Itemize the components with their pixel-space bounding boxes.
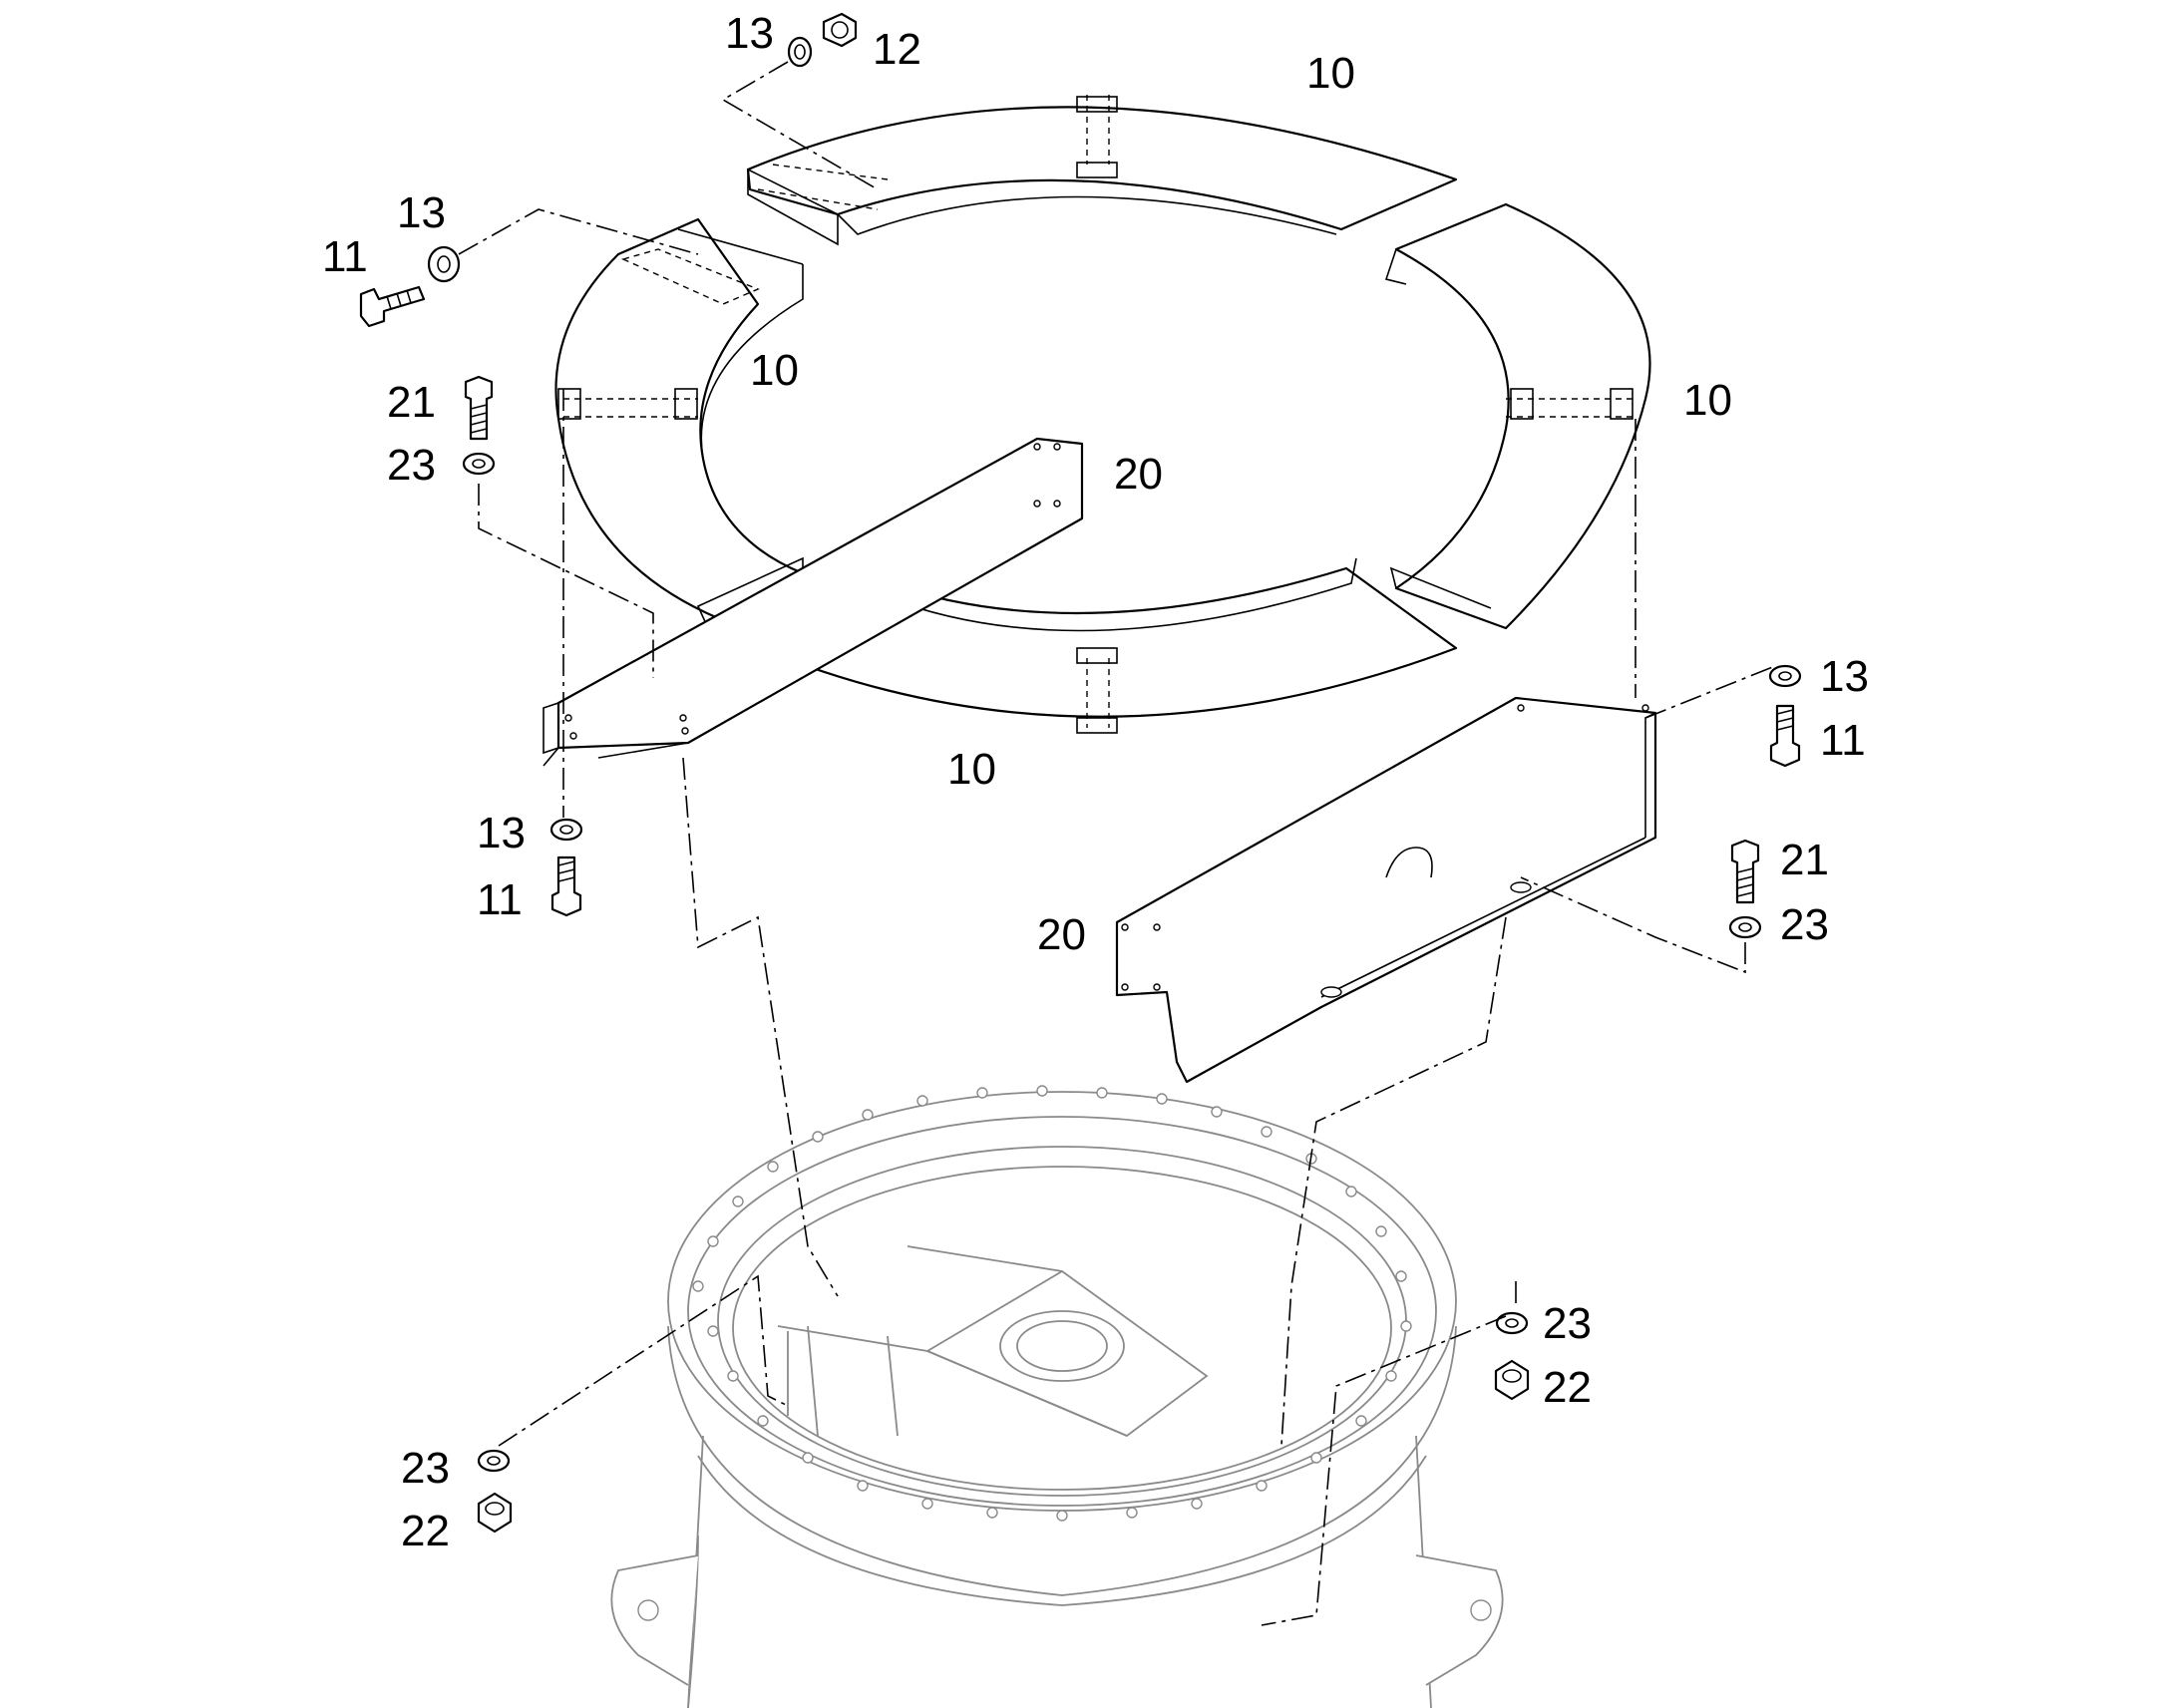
washer-23-lower-right: [1495, 1311, 1529, 1335]
callout-23-lower-left: 23: [401, 1444, 450, 1493]
ring-segment-right: [1384, 202, 1651, 630]
callout-23-right: 23: [1780, 900, 1829, 949]
callout-10-top: 10: [1306, 49, 1355, 98]
washer-13-upper-left: [427, 245, 461, 283]
nut-22-lower-right: [1494, 1359, 1530, 1401]
washer-23-right: [1728, 915, 1762, 939]
callout-10-right: 10: [1683, 376, 1732, 425]
bolt-21-right: [1730, 839, 1760, 904]
support-bracket-lower: [1115, 696, 1657, 1084]
tower-flange-ghost: [610, 1085, 1504, 1708]
bolt-11-right: [1769, 704, 1801, 768]
callout-22-lower-right: 22: [1543, 1363, 1592, 1412]
assembly-leader-lines: [458, 61, 1776, 1626]
washer-13-top: [787, 36, 813, 68]
callout-11-upper-left: 11: [322, 232, 368, 281]
callout-13-upper-left: 13: [397, 188, 446, 237]
callout-13-top: 13: [725, 9, 774, 58]
callout-20-lower: 20: [1037, 910, 1086, 959]
callout-12: 12: [873, 25, 921, 74]
nut-12-top: [822, 12, 858, 48]
callout-11-mid-left: 11: [477, 875, 523, 924]
nut-22-lower-left: [477, 1492, 513, 1534]
bolt-21-left: [464, 375, 494, 441]
callout-21-right: 21: [1780, 836, 1829, 884]
callout-13-mid-left: 13: [477, 809, 526, 857]
support-bracket-upper: [543, 437, 1084, 767]
ring-segment-top: [746, 95, 1458, 246]
callout-23-lower-right: 23: [1543, 1299, 1592, 1348]
callout-11-right: 11: [1820, 716, 1866, 765]
callout-10-left: 10: [750, 346, 799, 395]
callout-labels: 13 12 10 13 11 10 10 21 23 20 10 13 11 1…: [322, 9, 1869, 1555]
callout-13-right: 13: [1820, 652, 1869, 701]
washer-13-mid-left: [549, 818, 583, 842]
callout-20-upper: 20: [1114, 450, 1163, 499]
bolt-11-upper-left: [359, 285, 426, 328]
callout-10-bottom: 10: [947, 745, 996, 794]
flange-bolt-holes: [692, 1085, 1412, 1522]
callout-21-left: 21: [387, 378, 436, 427]
callout-23-left: 23: [387, 441, 436, 490]
washer-23-lower-left: [477, 1449, 511, 1473]
ring-segment-left: [554, 217, 805, 630]
washer-13-right: [1768, 664, 1802, 688]
washer-23-left: [462, 452, 496, 476]
bolt-11-mid-left: [550, 855, 582, 917]
callout-22-lower-left: 22: [401, 1507, 450, 1555]
